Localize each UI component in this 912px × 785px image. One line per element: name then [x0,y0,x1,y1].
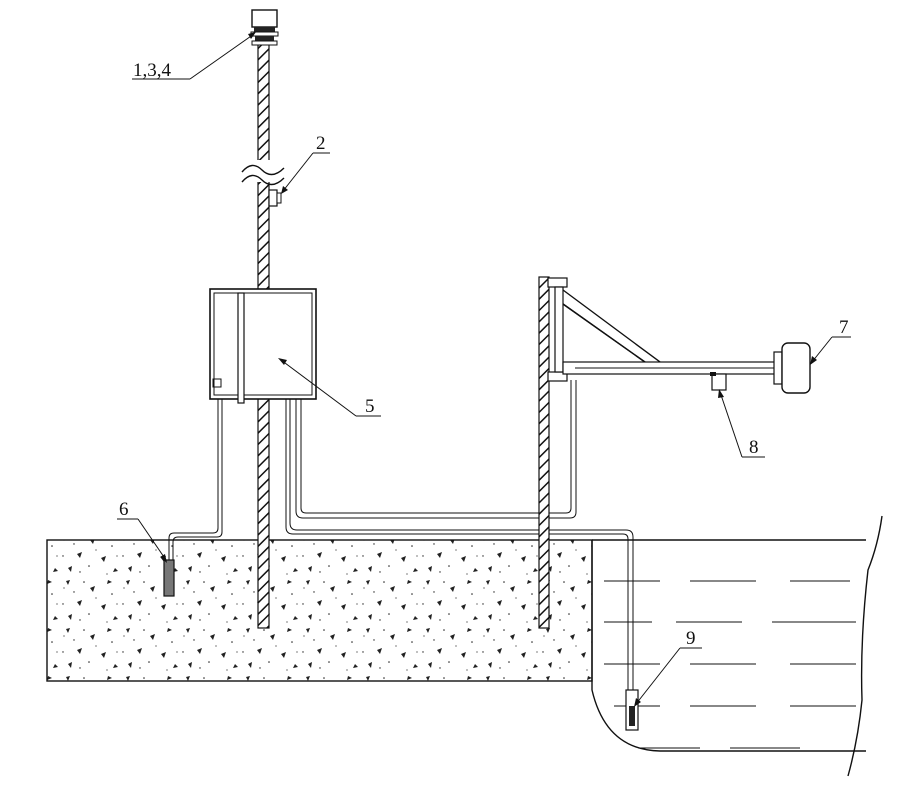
water-probe [625,689,639,731]
label-water-probe: 9 [686,628,696,649]
mast-sensor [268,189,282,207]
connection-cables [285,380,634,706]
soil-probe [163,559,175,597]
leader-lines [117,32,851,707]
water-body [591,515,883,777]
label-soil-probe: 6 [119,499,129,520]
label-boom-sensor: 8 [749,437,759,458]
label-radar-unit: 7 [839,317,849,338]
boom-sensor [710,372,727,391]
boom-post [538,276,568,629]
top-sensor-head [250,9,279,46]
label-sensor-head: 1,3,4 [133,60,172,81]
soil-probe-cable [168,399,223,560]
control-box [209,288,317,404]
boom-arm [554,286,783,375]
label-control-box: 5 [365,396,375,417]
label-mast-sensor: 2 [316,133,326,154]
ground-soil [46,539,593,682]
radar-unit [773,342,811,394]
